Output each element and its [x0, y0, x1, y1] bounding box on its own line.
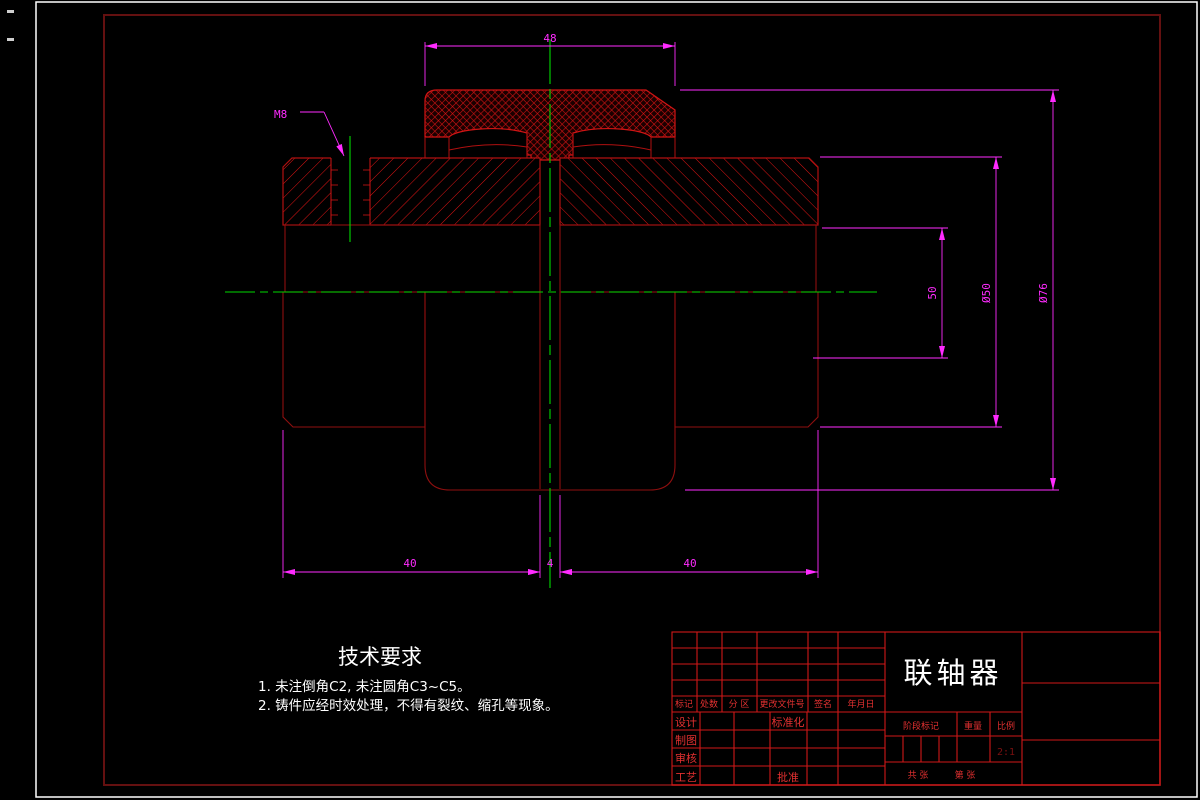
sheet-index: 第 张 [955, 769, 976, 781]
row-design: 设计 [675, 716, 697, 729]
signature-rows: 设计 制图 审核 工艺 标准化 批准 [675, 715, 805, 784]
label-standardization: 标准化 [772, 715, 805, 729]
dimension-flange-dia [820, 156, 1002, 428]
row-check: 审核 [675, 751, 697, 765]
header-count: 处数 [700, 698, 718, 710]
dimension-texts: 48 M8 50 Ø50 Ø76 40 4 40 [274, 32, 1050, 570]
dim-flange-dia: Ø50 [980, 283, 993, 303]
dim-top-width: 48 [543, 32, 556, 45]
header-zone: 分 区 [729, 699, 750, 710]
fold-mark [7, 38, 14, 41]
dimension-48 [424, 42, 676, 86]
header-mark: 标记 [675, 698, 693, 710]
header-signature: 签名 [814, 698, 832, 710]
row-draft: 制图 [675, 734, 697, 747]
left-flange [282, 157, 541, 226]
dim-outer-dia: Ø76 [1037, 283, 1050, 303]
sheet-total: 共 张 [908, 770, 929, 781]
tech-requirements: 技术要求 1. 未注倒角C2, 未注圆角C3~C5。 2. 铸件应经时效处理，不… [258, 645, 559, 714]
dim-hub-right: 40 [683, 557, 696, 570]
dim-thread-label: M8 [274, 108, 287, 121]
dimension-bottom [282, 430, 819, 578]
title-block: 标记 处数 分 区 更改文件号 签名 年月日 设计 制图 审核 工艺 标准化 批… [671, 631, 1161, 786]
tech-requirements-title: 技术要求 [338, 645, 422, 669]
label-weight: 重量 [964, 720, 982, 732]
label-stage-mark: 阶段标记 [903, 720, 939, 732]
center-lines [225, 40, 877, 588]
dim-hub-left: 40 [403, 557, 416, 570]
title-block-grid [671, 631, 1161, 786]
dim-gap: 4 [547, 557, 554, 570]
header-date: 年月日 [847, 698, 874, 710]
right-flange [559, 157, 819, 226]
dimension-outer-dia [680, 89, 1059, 491]
scale-value: 2:1 [997, 747, 1015, 758]
revision-header: 标记 处数 分 区 更改文件号 签名 年月日 [675, 698, 875, 710]
header-change-doc: 更改文件号 [759, 698, 804, 710]
part-title: 联轴器 [903, 656, 1002, 690]
tech-requirement-item-2: 2. 铸件应经时效处理，不得有裂纹、缩孔等现象。 [258, 697, 559, 714]
dimension-m8-leader [300, 111, 345, 157]
row-process: 工艺 [675, 771, 697, 784]
drawing-frame [103, 14, 1161, 786]
label-scale: 比例 [997, 720, 1015, 732]
dim-step-dia: 50 [926, 286, 939, 299]
right-hub-section [559, 224, 817, 293]
dimensions [282, 42, 1059, 578]
label-approval: 批准 [777, 770, 799, 784]
fold-mark [7, 10, 14, 13]
stage-weight-scale: 阶段标记 重量 比例 2:1 共 张 第 张 [903, 720, 1015, 781]
tech-requirement-item-1: 1. 未注倒角C2, 未注圆角C3~C5。 [258, 679, 471, 695]
left-hub-section [284, 224, 541, 293]
paper-border [7, 1, 1198, 798]
dimension-50 [813, 227, 948, 359]
claw-details [424, 133, 676, 158]
